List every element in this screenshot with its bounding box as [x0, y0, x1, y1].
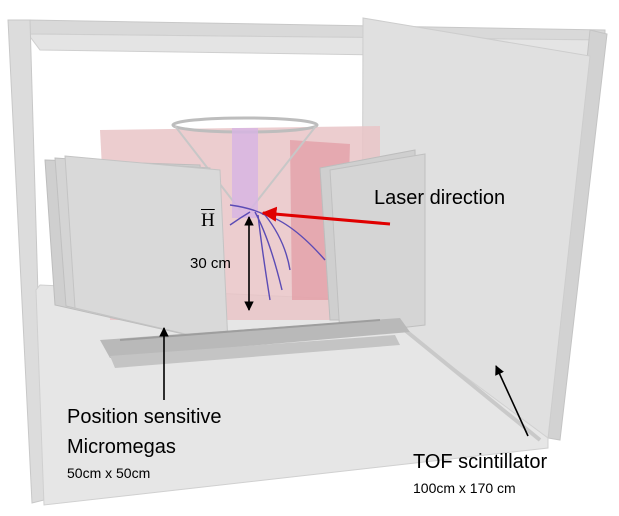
micromegas-size-label: 50cm x 50cm [67, 465, 151, 481]
tof-size-label: 100cm x 170 cm [413, 480, 516, 496]
laser-direction-label: Laser direction [374, 187, 506, 209]
micromegas-right [319, 149, 426, 336]
distance-label: 30 cm [190, 255, 231, 272]
micromegas-left [44, 155, 229, 345]
laser-arrow [261, 206, 391, 226]
tof-title-label: TOF scintillator [413, 451, 548, 473]
micromegas-label-line2: Micromegas [67, 436, 176, 458]
antihydrogen-symbol: H [201, 210, 215, 231]
micromegas-label-line1: Position sensitive [67, 406, 222, 428]
antihydrogen-label: H [201, 210, 215, 232]
tof-pointer-arrow [495, 365, 529, 437]
